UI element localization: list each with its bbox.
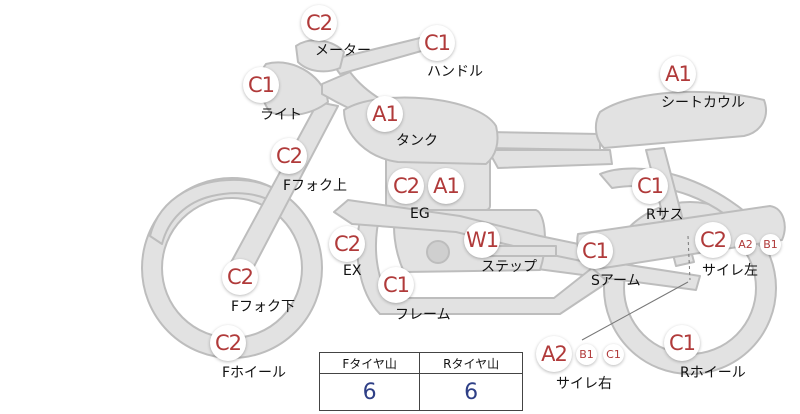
swing-arm-label: Sアーム [591,273,641,289]
muffler-left-grade-badge-1: C2 [695,222,731,258]
light-label: ライト [260,107,302,123]
muffler-right-grade-badge-1: A2 [536,336,572,372]
meter-grade-badge: C2 [301,5,337,41]
muffler-right-grade-badge-3: C1 [603,344,624,365]
step-grade-badge: W1 [464,222,500,258]
f-wheel-grade-badge: C2 [210,325,246,361]
tire-tread-table: Fタイヤ山 Rタイヤ山 6 6 [318,352,523,411]
f-fork-lower-grade-badge: C2 [222,259,258,295]
engine-grade-badge-1: C2 [388,168,424,204]
frame-label: フレーム [395,307,451,323]
frame-rear-shape [487,149,613,169]
r-wheel-label: Rホイール [680,365,746,381]
seat-cowl-grade-badge: A1 [660,56,696,92]
exhaust-grade-badge: C2 [329,226,365,262]
r-sus-grade-badge: C1 [632,168,668,204]
front-tire-header: Fタイヤ山 [318,352,421,374]
meter-label: メーター [315,43,371,59]
front-tire-value: 6 [318,373,421,411]
swing-arm-grade-badge: C1 [577,233,613,269]
muffler-leader-line [687,235,691,281]
handle-label: ハンドル [427,64,483,80]
muffler-right-grade-badge-2: B1 [576,344,597,365]
muffler-right-leader-line [581,281,689,341]
meter-shape [295,39,345,73]
engine-label: EG [410,206,430,222]
f-wheel-label: Fホイール [222,365,287,381]
rear-tire-header: Rタイヤ山 [419,352,523,374]
muffler-left-grade-badge-3: B1 [760,234,781,255]
f-fork-upper-label: Fフォク上 [283,178,348,194]
rear-tire-value: 6 [419,373,523,411]
light-grade-badge: C1 [243,67,279,103]
frame-grade-badge: C1 [378,267,414,303]
engine-grade-badge-2: A1 [428,168,464,204]
f-fork-lower-label: Fフォク下 [231,299,296,315]
r-wheel-grade-badge: C1 [664,325,700,361]
seat-cowl-shape [594,90,767,149]
exhaust-label: EX [343,263,362,279]
step-label: ステップ [481,259,537,275]
handle-grade-badge: C1 [419,25,455,61]
muffler-left-grade-badge-2: A2 [735,234,756,255]
muffler-right-label: サイレ右 [556,376,612,392]
r-sus-label: Rサス [646,207,684,223]
tank-grade-badge: A1 [367,96,403,132]
f-fork-upper-grade-badge: C2 [271,138,307,174]
tank-label: タンク [396,133,438,149]
muffler-left-label: サイレ左 [702,263,758,279]
seat-cowl-label: シートカウル [661,95,745,111]
